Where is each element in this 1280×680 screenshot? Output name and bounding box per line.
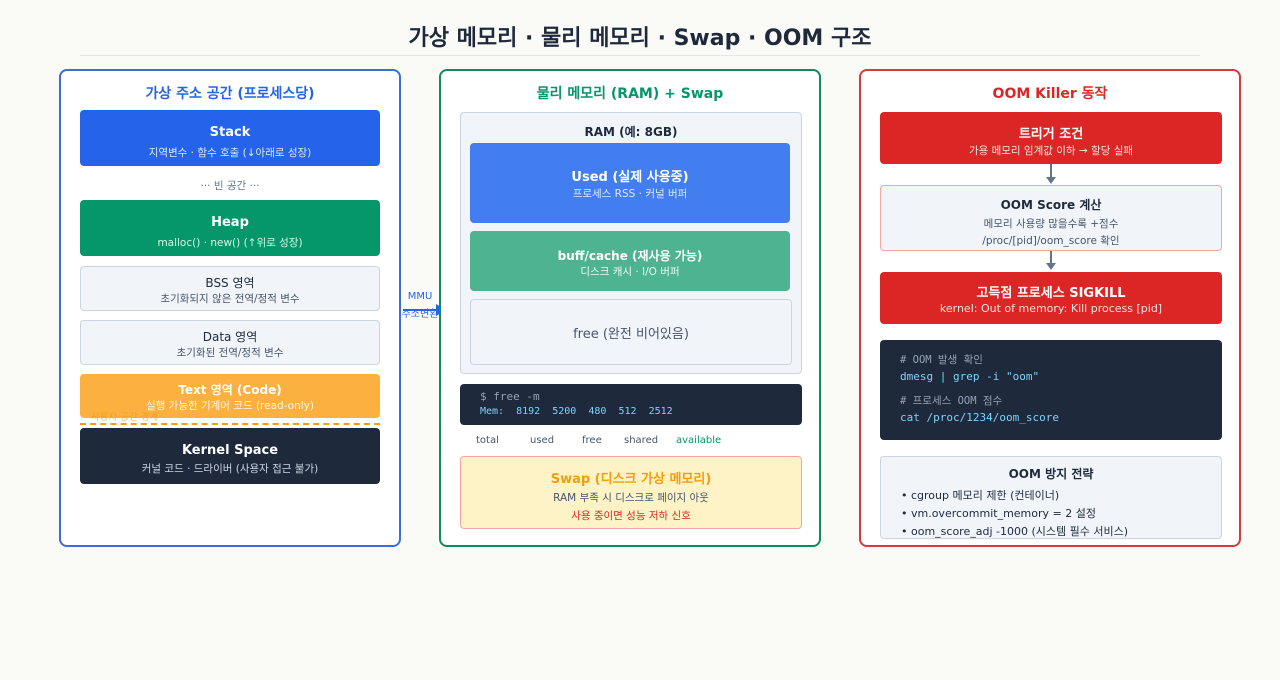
oom-strategy-box: OOM 방지 전략 • cgroup 메모리 제한 (컨테이너) • vm.ov…	[880, 456, 1222, 539]
mmu-arrow-line	[403, 309, 437, 311]
kernel-space-block: Kernel Space 커널 코드 · 드라이버 (사용자 접근 불가)	[80, 428, 380, 484]
oom-strategy-title: OOM 방지 전략	[1008, 467, 1094, 481]
free-command-line: $ free -m	[480, 390, 540, 403]
oom-sigkill-title: 고득점 프로세스 SIGKILL	[976, 286, 1126, 301]
free-col-used: used	[530, 435, 555, 446]
flow-arrow-1-head-icon	[1046, 177, 1056, 184]
ram-free-block: free (완전 비어있음)	[470, 299, 792, 365]
oom-code-line-1: dmesg | grep -i "oom"	[900, 370, 1040, 383]
physical-memory-panel: 물리 메모리 (RAM) + Swap RAM (예: 8GB) Used (실…	[439, 69, 821, 547]
oom-score-sub1: 메모리 사용량 많을수록 +점수	[983, 218, 1119, 230]
ram-box: RAM (예: 8GB) Used (실제 사용중) 프로세스 RSS · 커널…	[460, 112, 802, 374]
free-col-total: total	[476, 435, 499, 446]
flow-arrow-2-head-icon	[1046, 263, 1056, 270]
oom-strategy-item: • oom_score_adj -1000 (시스템 필수 서비스)	[901, 525, 1128, 538]
swap-title: Swap (디스크 가상 메모리)	[550, 472, 712, 487]
oom-sigkill-sub: kernel: Out of memory: Kill process [pid…	[939, 302, 1163, 315]
text-sub: 실행 가능한 기계어 코드 (read-only)	[146, 400, 314, 412]
mmu-translate-label: 주소변환	[401, 309, 439, 320]
oom-killer-panel: OOM Killer 동작 트리거 조건 가용 메모리 임계값 이하 → 할당 …	[859, 69, 1241, 547]
free-command-terminal: $ free -m Mem: 8192 5200 480 512 2512	[460, 384, 802, 425]
oom-strategy-item: • vm.overcommit_memory = 2 설정	[901, 507, 1096, 520]
oom-score-sub2: /proc/[pid]/oom_score 확인	[982, 235, 1120, 247]
oom-strategy-item: • cgroup 메모리 제한 (컨테이너)	[901, 489, 1060, 502]
text-title: Text 영역 (Code)	[178, 383, 282, 397]
oom-trigger-block: 트리거 조건 가용 메모리 임계값 이하 → 할당 실패	[880, 112, 1222, 164]
kernel-title: Kernel Space	[181, 443, 279, 458]
swap-sub: RAM 부족 시 디스크로 페이지 아웃	[553, 492, 709, 504]
heap-title: Heap	[211, 215, 249, 230]
oom-code-comment-2: # 프로세스 OOM 점수	[900, 395, 1003, 407]
oom-score-block: OOM Score 계산 메모리 사용량 많을수록 +점수 /proc/[pid…	[880, 185, 1222, 251]
text-block: Text 영역 (Code) 실행 가능한 기계어 코드 (read-only)	[80, 374, 380, 418]
ram-free-label: free (완전 비어있음)	[573, 327, 689, 342]
oom-panel-title: OOM Killer 동작	[992, 86, 1108, 102]
free-col-shared: shared	[624, 435, 659, 446]
mmu-label: MMU	[407, 291, 433, 302]
data-sub: 초기화된 전역/정적 변수	[176, 347, 284, 359]
ram-buffcache-sub: 디스크 캐시 · I/O 버퍼	[580, 266, 680, 278]
title-divider	[80, 55, 1200, 56]
flow-arrow-2-line	[1050, 251, 1052, 263]
heap-block: Heap malloc() · new() (↑위로 성장)	[80, 200, 380, 256]
heap-sub: malloc() · new() (↑위로 성장)	[157, 237, 303, 249]
oom-trigger-title: 트리거 조건	[1018, 127, 1084, 142]
swap-block: Swap (디스크 가상 메모리) RAM 부족 시 디스크로 페이지 아웃 사…	[460, 456, 802, 529]
user-space-boundary-label: 사용자 공간 경계	[91, 412, 159, 423]
bss-sub: 초기화되지 않은 전역/정적 변수	[160, 293, 300, 305]
ram-used-title: Used (실제 사용중)	[571, 170, 689, 185]
oom-trigger-sub: 가용 메모리 임계값 이하 → 할당 실패	[968, 145, 1134, 157]
oom-code-comment-1: # OOM 발생 확인	[900, 354, 983, 366]
free-col-available: available	[676, 435, 722, 446]
ram-used-block: Used (실제 사용중) 프로세스 RSS · 커널 버퍼	[470, 143, 790, 223]
stack-sub: 지역변수 · 함수 호출 (↓아래로 성장)	[148, 147, 312, 159]
kernel-sub: 커널 코드 · 드라이버 (사용자 접근 불가)	[141, 463, 319, 475]
data-block: Data 영역 초기화된 전역/정적 변수	[80, 320, 380, 365]
bss-title: BSS 영역	[205, 276, 255, 290]
data-title: Data 영역	[202, 330, 258, 344]
virtual-panel-title: 가상 주소 공간 (프로세스당)	[145, 86, 315, 102]
oom-code-line-2: cat /proc/1234/oom_score	[900, 411, 1059, 424]
ram-title: RAM (예: 8GB)	[584, 125, 678, 139]
oom-score-title: OOM Score 계산	[1000, 198, 1102, 212]
oom-code-terminal: # OOM 발생 확인 dmesg | grep -i "oom" # 프로세스…	[880, 340, 1222, 440]
ram-used-sub: 프로세스 RSS · 커널 버퍼	[572, 188, 688, 200]
user-space-boundary-line	[80, 423, 380, 425]
stack-title: Stack	[209, 125, 251, 140]
free-col-free: free	[582, 435, 602, 446]
page-title: 가상 메모리 · 물리 메모리 · Swap · OOM 구조	[408, 26, 872, 51]
ram-buffcache-title: buff/cache (재사용 가능)	[557, 249, 703, 263]
stack-block: Stack 지역변수 · 함수 호출 (↓아래로 성장)	[80, 110, 380, 166]
oom-sigkill-block: 고득점 프로세스 SIGKILL kernel: Out of memory: …	[880, 272, 1222, 324]
ram-buffcache-block: buff/cache (재사용 가능) 디스크 캐시 · I/O 버퍼	[470, 231, 790, 291]
flow-arrow-1-line	[1050, 164, 1052, 177]
bss-block: BSS 영역 초기화되지 않은 전역/정적 변수	[80, 266, 380, 311]
virtual-address-panel: 가상 주소 공간 (프로세스당) Stack 지역변수 · 함수 호출 (↓아래…	[59, 69, 401, 547]
physical-panel-title: 물리 메모리 (RAM) + Swap	[536, 86, 724, 102]
empty-gap-label: ··· 빈 공간 ···	[200, 180, 260, 192]
swap-warning: 사용 중이면 성능 저하 신호	[571, 510, 691, 522]
free-mem-output: Mem: 8192 5200 480 512 2512	[480, 406, 673, 417]
